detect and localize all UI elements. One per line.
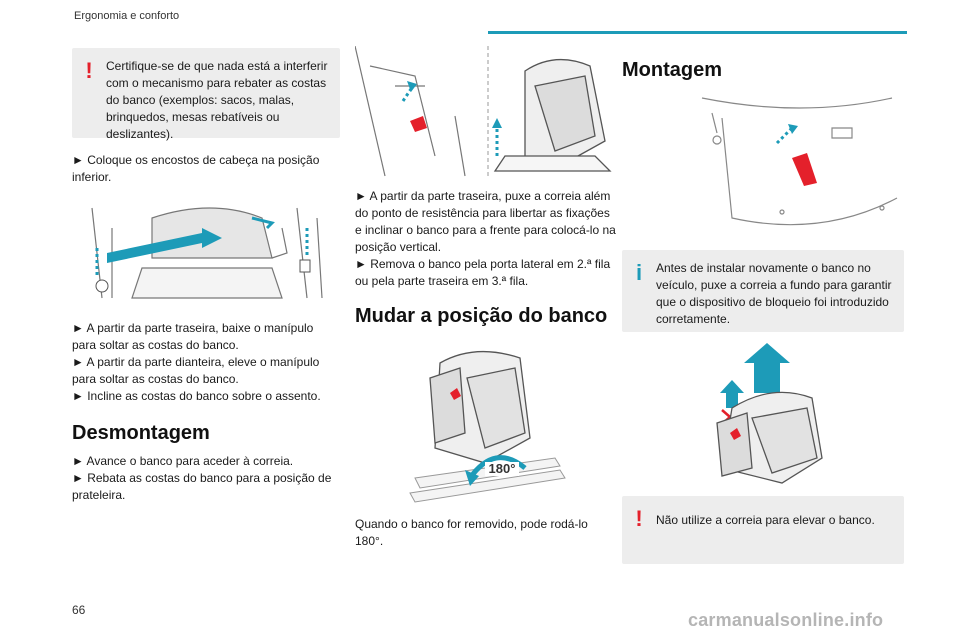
section-title-desmontagem: Desmontagem <box>72 422 210 444</box>
column-3: Montagem i Antes de instalar novamente o… <box>622 48 904 564</box>
warning-icon-2: ! <box>635 506 643 531</box>
step-front: ► A partir da parte dianteira, eleve o m… <box>72 355 320 386</box>
rotate-label: 180° <box>489 461 516 476</box>
step-headrests: ► Coloque os encostos de cabeça na posiç… <box>72 153 320 184</box>
warning-box: ! Certifique-se de que nada está a inter… <box>72 48 340 141</box>
header-rule <box>488 31 907 34</box>
step-remove: ► Remova o banco pela porta lateral em 2… <box>355 257 611 288</box>
header-title: Ergonomia e conforto <box>74 10 180 22</box>
step-fold: ► Rebata as costas do banco para a posiç… <box>72 471 332 502</box>
warning-text: Certifique-se de que nada está a interfe… <box>106 59 328 141</box>
column-2: ► A partir da parte traseira, puxe a cor… <box>355 46 617 550</box>
seat-rotate-illustration: 180° <box>355 338 617 506</box>
warning-icon: ! <box>85 58 93 83</box>
step-rear: ► A partir da parte traseira, baixe o ma… <box>72 321 314 352</box>
lock-check-illustration <box>622 338 904 488</box>
warning-box-2: ! Não utilize a correia para elevar o ba… <box>622 496 904 564</box>
step-pull: ► A partir da parte traseira, puxe a cor… <box>355 189 616 254</box>
section-title-mudar: Mudar a posição do banco <box>355 305 608 327</box>
info-text: Antes de instalar novamente o banco no v… <box>656 261 892 326</box>
strap-pull-illustration <box>622 88 904 238</box>
rotate-note: Quando o banco for removido, pode rodá-l… <box>355 517 588 548</box>
column-1: ! Certifique-se de que nada está a inter… <box>72 48 340 504</box>
section-title-montagem: Montagem <box>622 59 722 81</box>
step-advance: ► Avance o banco para aceder à correia. <box>72 454 294 468</box>
seat-removal-illustration <box>355 46 617 178</box>
info-box: i Antes de instalar novamente o banco no… <box>622 250 904 332</box>
info-icon: i <box>635 260 643 285</box>
step-incline: ► Incline as costas do banco sobre o ass… <box>72 389 321 403</box>
page-number: 66 <box>72 603 86 617</box>
watermark: carmanualsonline.info <box>688 610 884 630</box>
seat-fold-illustration <box>72 198 340 306</box>
warning-text-2: Não utilize a correia para elevar o banc… <box>656 513 875 527</box>
